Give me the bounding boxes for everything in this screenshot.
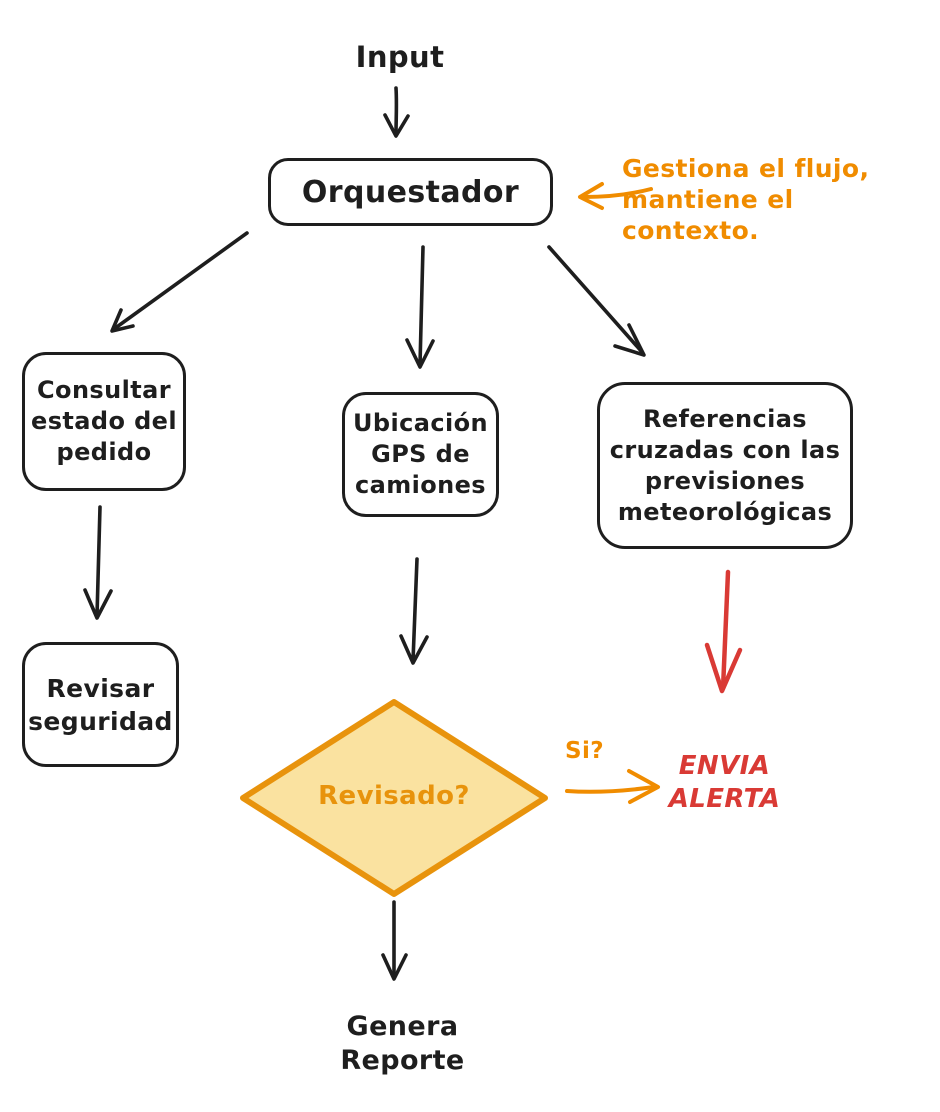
arrow-decision-to-alert-icon: [565, 769, 660, 804]
decision-label: Revisado?: [318, 781, 470, 811]
orchestrator-node: Orquestador: [268, 158, 553, 226]
security-label: Revisar seguridad: [28, 673, 173, 736]
arrow-decision-to-report-icon: [381, 900, 408, 981]
yes-label: Si?: [565, 738, 604, 764]
arrow-consult-to-security-icon: [83, 505, 113, 620]
consult-order-node: Consultar estado del pedido: [22, 352, 186, 491]
alert-label: ENVIA ALERTA: [668, 751, 781, 814]
arrow-orchestrator-to-consult-icon: [110, 231, 249, 333]
gps-label: Ubicación GPS de camiones: [353, 409, 488, 499]
orchestrator-note: Gestiona el flujo, mantiene el contexto.: [622, 154, 870, 245]
arrow-input-to-orchestrator-icon: [383, 86, 410, 138]
weather-label: Referencias cruzadas con las previsiones…: [609, 404, 841, 526]
arrow-weather-to-alert-icon: [704, 569, 743, 694]
arrow-orchestrator-to-gps-icon: [405, 245, 435, 369]
decision-diamond-shape: [240, 699, 548, 897]
orchestrator-label: Orquestador: [301, 174, 520, 210]
arrow-orchestrator-to-weather-icon: [547, 245, 646, 357]
input-label: Input: [355, 40, 445, 74]
security-node: Revisar seguridad: [22, 642, 179, 767]
arrow-gps-to-decision-icon: [399, 557, 429, 665]
arrow-note-to-orchestrator-icon: [578, 182, 653, 210]
report-label: Genera Reporte: [340, 1011, 465, 1076]
weather-node: Referencias cruzadas con las previsiones…: [597, 382, 853, 549]
gps-node: Ubicación GPS de camiones: [342, 392, 499, 517]
consult-order-label: Consultar estado del pedido: [31, 376, 177, 466]
